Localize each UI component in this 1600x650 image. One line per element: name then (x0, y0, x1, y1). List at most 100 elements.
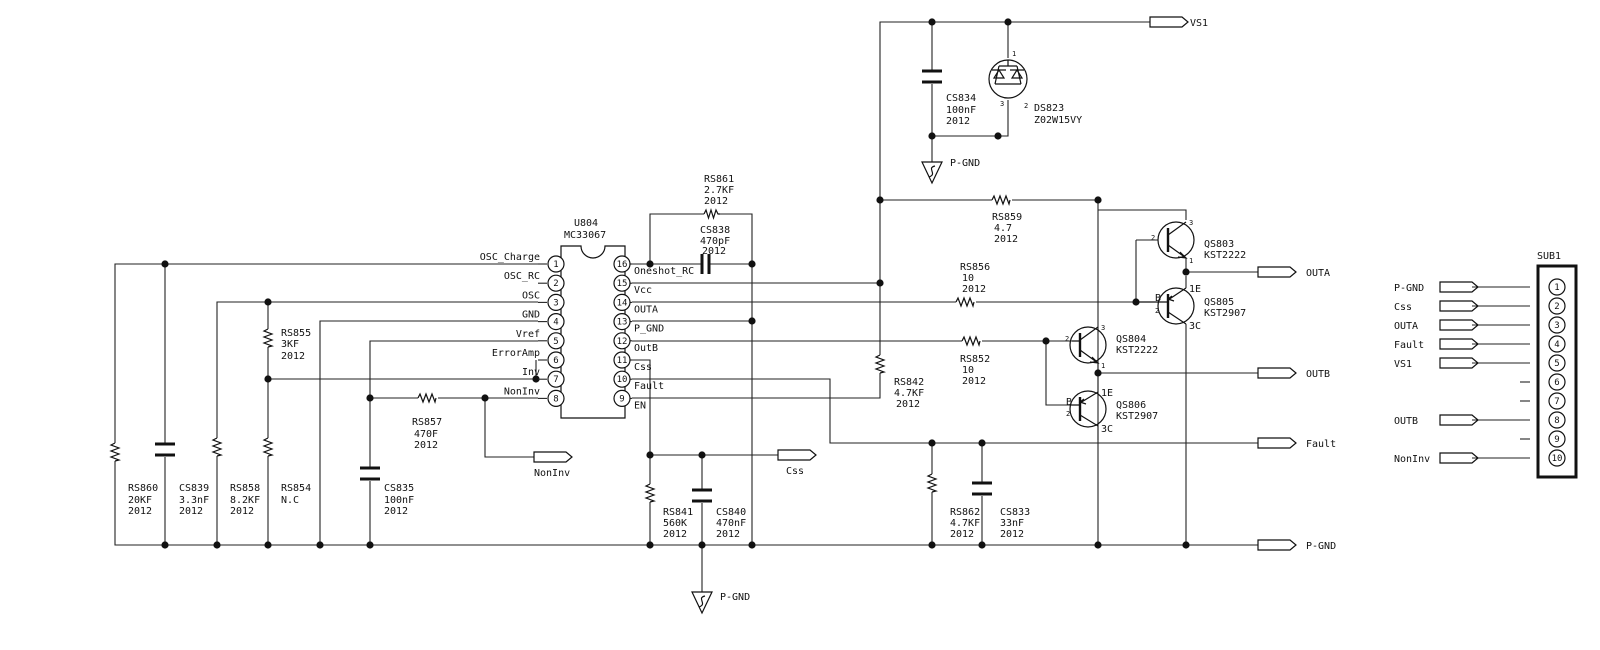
rs861-ref: RS861 (704, 174, 734, 185)
resistor-rs841 (644, 483, 657, 503)
rs854-ref: RS854 (281, 483, 311, 494)
net-fault-label: Fault (1306, 439, 1336, 450)
ic-pin-name: OSC (522, 290, 540, 301)
qs803-ref: QS803 (1204, 239, 1234, 250)
connector-pin-number: 6 (1554, 378, 1559, 388)
ic-pin-circle (547, 351, 565, 369)
junction-dot (876, 196, 884, 204)
qs804-pin2: 2 (1065, 335, 1069, 343)
port-flag-icon (1439, 357, 1479, 369)
ic-pin-circle (547, 389, 565, 407)
connector-pin-circle (1548, 316, 1566, 334)
rs841-value: 560K (663, 518, 687, 529)
rs852-pkg: 2012 (962, 376, 986, 387)
qs803-pin1: 1 (1189, 257, 1193, 265)
ic-pin-name: Vcc (634, 285, 652, 296)
net-css-label: Css (786, 466, 804, 477)
connector-pin-circle (1548, 335, 1566, 353)
transistor-qs803 (1157, 221, 1195, 259)
ic-pin-name: P_GND (634, 324, 664, 335)
ic-pin-name: OSC_RC (504, 271, 540, 282)
net-vs1-label: VS1 (1190, 18, 1208, 29)
qs806-pin-e: 1E (1101, 388, 1113, 399)
connector-pin-number: 1 (1554, 283, 1559, 293)
ic-pin-circle (613, 370, 631, 388)
ic-pin-name: Inv (522, 367, 540, 378)
transistor-qs806 (1069, 390, 1107, 428)
port-flag-icon (1257, 367, 1297, 379)
connector-pin-label: OUTB (1394, 416, 1418, 427)
qs804-value: KST2222 (1116, 345, 1158, 356)
junction-dot (978, 439, 986, 447)
cs840-value: 470nF (716, 518, 746, 529)
rs854-value: N.C (281, 495, 299, 506)
port-flags (533, 16, 1297, 551)
capacitor-cs834 (922, 69, 942, 84)
junction-dot (264, 298, 272, 306)
ic-u804: U804 MC33067 (560, 218, 626, 419)
net-pgnd-top-label: P-GND (950, 158, 980, 169)
junction-dot (366, 541, 374, 549)
connector-pin-label: OUTA (1394, 321, 1418, 332)
port-flag-icon (1149, 16, 1189, 28)
ic-part: MC33067 (564, 230, 606, 241)
ic-pin-name: Fault (634, 381, 664, 392)
ic-pin-name: EN (634, 400, 646, 411)
ic-pin-number: 6 (553, 356, 558, 366)
wires (114, 21, 1530, 592)
junction-dot (928, 541, 936, 549)
ic-pin-circle (547, 293, 565, 311)
net-outa-label: OUTA (1306, 268, 1330, 279)
cs834-ref: CS834 (946, 93, 976, 104)
junction-dot (1094, 369, 1102, 377)
capacitor-cs839 (155, 442, 175, 457)
rs856-ref: RS856 (960, 262, 990, 273)
cs833-pkg: 2012 (1000, 529, 1024, 540)
connector-pin-circle (1548, 449, 1566, 467)
cs834-pkg: 2012 (946, 116, 970, 127)
net-pgnd-right-label: P-GND (1306, 541, 1336, 552)
cs839-ref: CS839 (179, 483, 209, 494)
cs835-value: 100nF (384, 495, 414, 506)
rs858-pkg: 2012 (230, 506, 254, 517)
ic-pin-circle (613, 274, 631, 292)
cs838-ref: CS838 (700, 225, 730, 236)
cs833-ref: CS833 (1000, 507, 1030, 518)
port-flag-icon (1439, 452, 1479, 464)
rs861-value: 2.7KF (704, 185, 734, 196)
ic-pin-number: 11 (617, 356, 628, 366)
ds823-pin3: 3 (1000, 100, 1004, 108)
junction-dot (748, 317, 756, 325)
resistor-rs842 (874, 354, 887, 374)
resistor-rs859 (991, 194, 1011, 207)
qs805-value: KST2907 (1204, 308, 1246, 319)
port-flag-icon (1439, 319, 1479, 331)
rs859-ref: RS859 (992, 212, 1022, 223)
resistor-rs856 (955, 296, 975, 309)
connector-pin-circle (1548, 411, 1566, 429)
junction-dot (928, 439, 936, 447)
cs833-value: 33nF (1000, 518, 1024, 529)
junctions (161, 18, 1190, 549)
cs835-pkg: 2012 (384, 506, 408, 517)
connector-ref: SUB1 (1537, 251, 1561, 262)
rs862-ref: RS862 (950, 507, 980, 518)
rs860-value: 20KF (128, 495, 152, 506)
rs859-pkg: 2012 (994, 234, 1018, 245)
ic-pin-number: 13 (617, 318, 628, 328)
ground-icon (691, 591, 713, 615)
junction-dot (1094, 196, 1102, 204)
port-flag-icon (1257, 437, 1297, 449)
net-noninv-label: NonInv (534, 468, 570, 479)
port-flag-icon (1257, 266, 1297, 278)
rs841-ref: RS841 (663, 507, 693, 518)
ic-pin-circle (613, 351, 631, 369)
qs806-pin2: 2 (1066, 410, 1070, 418)
ic-pin-number: 1 (553, 260, 558, 270)
capacitor-cs833 (972, 481, 992, 496)
rs842-value: 4.7KF (894, 388, 924, 399)
resistor-rs857 (417, 392, 437, 405)
rs857-pkg: 2012 (414, 440, 438, 451)
resistor-rs862 (926, 473, 939, 493)
connector-pin-label: Fault (1394, 340, 1424, 351)
